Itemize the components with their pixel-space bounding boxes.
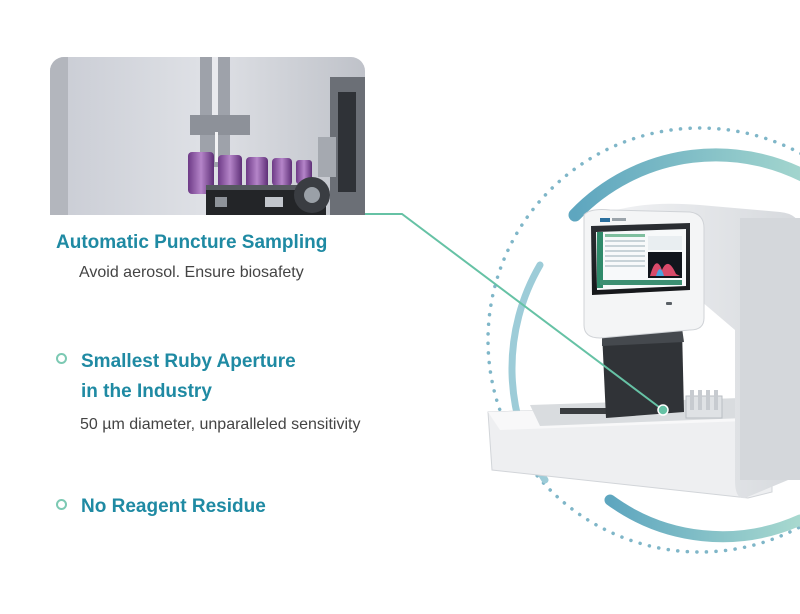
analyzer-neck xyxy=(602,328,684,418)
feature-title-ruby-aperture-line2: in the Industry xyxy=(81,381,212,402)
ring-arc-bottom xyxy=(604,494,800,543)
feature-desc-puncture-sampling: Avoid aerosol. Ensure biosafety xyxy=(79,264,304,281)
bullet-ring-icon xyxy=(56,499,67,510)
ring-arc-top xyxy=(568,148,800,222)
bullet-ring-icon xyxy=(56,353,67,364)
feature-title-ruby-aperture-line1: Smallest Ruby Aperture xyxy=(81,351,296,372)
sample-tube xyxy=(188,152,214,194)
feature-title-puncture-sampling: Automatic Puncture Sampling xyxy=(56,232,328,253)
dotted-ring xyxy=(486,126,800,554)
feature-title-ruby-aperture: Smallest Ruby Aperture in the Industry xyxy=(81,347,296,407)
feature-desc-ruby-aperture: 50 µm diameter, unparalleled sensitivity xyxy=(80,416,361,433)
feature-title-no-reagent-residue: No Reagent Residue xyxy=(81,496,266,517)
callout-dot xyxy=(657,404,669,416)
sampling-photo xyxy=(50,57,365,215)
